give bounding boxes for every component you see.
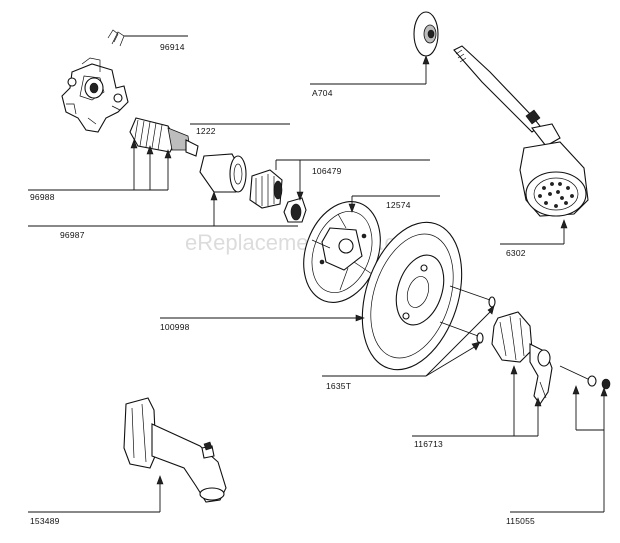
- label-12574[interactable]: 12574: [386, 200, 411, 210]
- part-96987-sleeve[interactable]: [199, 153, 247, 193]
- leader-96987: [28, 191, 298, 227]
- leader-106479: [275, 159, 430, 201]
- part-96914-clip[interactable]: [107, 29, 188, 47]
- part-116713-handle[interactable]: [491, 311, 553, 405]
- leader-153489: [28, 475, 164, 513]
- label-100998[interactable]: 100998: [160, 322, 190, 332]
- label-96987[interactable]: 96987: [60, 230, 85, 240]
- leader-96988: [28, 139, 172, 191]
- label-116713[interactable]: 116713: [414, 439, 443, 449]
- part-A704-flange[interactable]: [413, 11, 439, 57]
- label-96914[interactable]: 96914: [160, 42, 185, 52]
- label-1222[interactable]: 1222: [196, 126, 216, 136]
- part-96988-valve-body[interactable]: [61, 57, 129, 133]
- part-1222-cartridge[interactable]: [129, 117, 290, 157]
- label-115055[interactable]: 115055: [506, 516, 535, 526]
- leader-100998: [160, 314, 365, 322]
- leader-1635T: [322, 305, 495, 377]
- leader-12574: [348, 195, 440, 213]
- leader-A704: [310, 55, 430, 85]
- leader-6302: [500, 219, 568, 245]
- label-96988[interactable]: 96988: [30, 192, 55, 202]
- part-153489-tub-spout[interactable]: [123, 397, 227, 503]
- label-6302[interactable]: 6302: [506, 248, 526, 258]
- label-106479[interactable]: 106479: [312, 166, 342, 176]
- part-115055-screw-cap[interactable]: [559, 365, 611, 390]
- leader-116713: [412, 365, 542, 437]
- label-A704[interactable]: A704: [312, 88, 333, 98]
- leader-115055: [510, 385, 608, 513]
- part-106479-adapter[interactable]: [249, 169, 307, 223]
- label-1635T[interactable]: 1635T: [326, 381, 351, 391]
- label-153489[interactable]: 153489: [30, 516, 60, 526]
- part-6302-showerhead[interactable]: [453, 45, 589, 217]
- part-100998-escutcheon[interactable]: [345, 210, 479, 383]
